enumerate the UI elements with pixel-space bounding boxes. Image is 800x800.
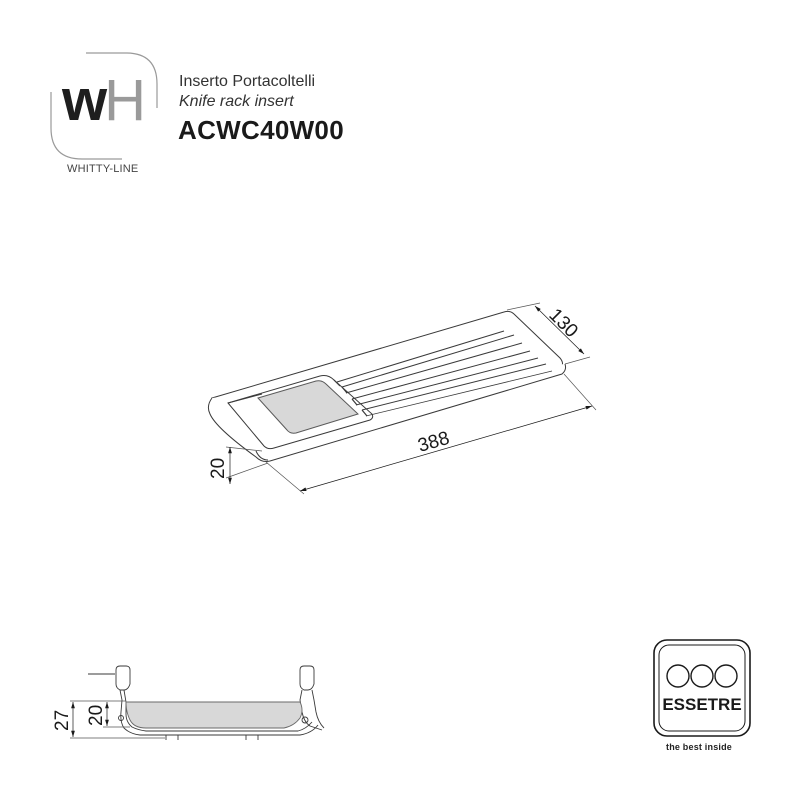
section-outer-height-label: 27 — [52, 710, 73, 731]
circle-icon — [666, 664, 690, 688]
product-name-english: Knife rack insert — [179, 93, 294, 110]
section-view — [88, 665, 325, 740]
circle-icon — [690, 664, 714, 688]
dimension-height — [225, 446, 269, 484]
dimension-width-label: 130 — [544, 305, 581, 342]
isometric-tray — [207, 310, 567, 462]
logo-letter-h: H — [104, 68, 146, 133]
dimension-height-label: 20 — [208, 458, 229, 479]
section-inner-height-label: 20 — [86, 705, 107, 726]
dimension-width — [506, 302, 591, 365]
manufacturer-name: ESSETRE — [662, 695, 741, 714]
logo-frame — [50, 52, 158, 160]
product-code: ACWC40W00 — [178, 115, 344, 145]
logo-letter-w: w — [62, 68, 107, 133]
manufacturer-tagline: the best inside — [666, 742, 733, 752]
dimension-length — [265, 373, 597, 495]
section-dimensions — [70, 700, 165, 739]
dimension-length-label: 388 — [416, 428, 452, 457]
essetre-logo: ESSETRE — [653, 639, 751, 737]
circle-icon — [714, 664, 738, 688]
brand-line: WHITTY-LINE — [67, 163, 139, 175]
whitty-logo: wH — [62, 72, 146, 130]
product-name-italian: Inserto Portacoltelli — [179, 73, 316, 90]
